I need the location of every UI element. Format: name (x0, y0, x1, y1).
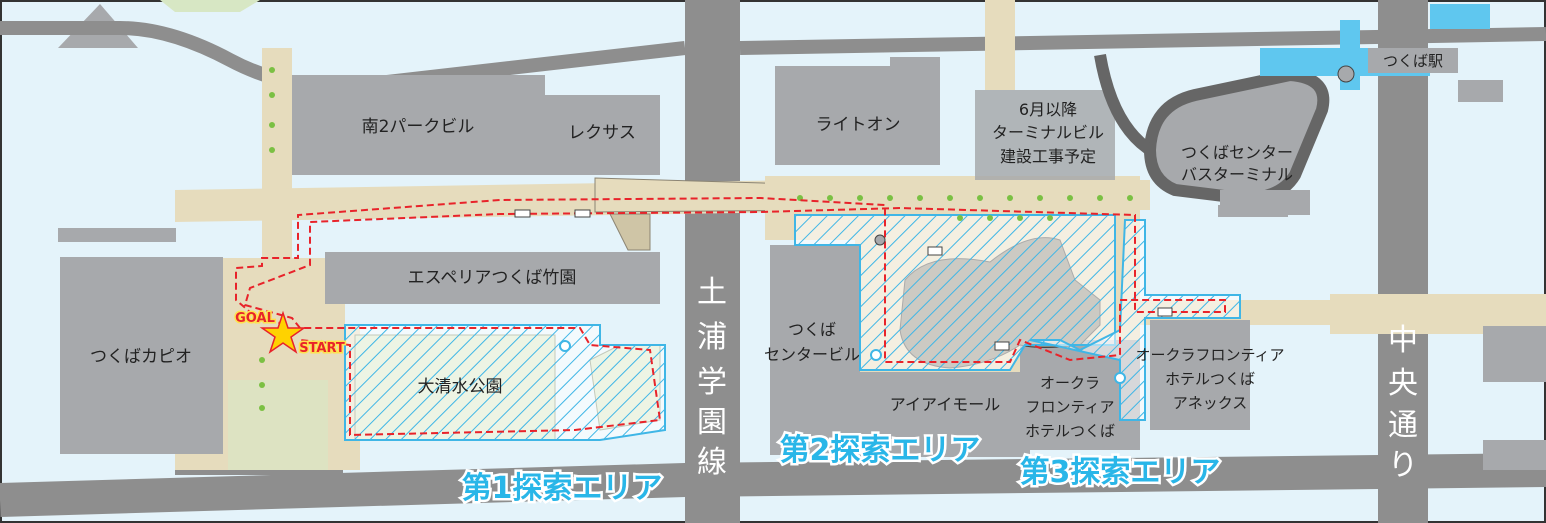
start-star-icon (259, 310, 307, 354)
building-esperia (325, 252, 660, 304)
area1-label: 第1探索エリア (462, 471, 663, 506)
label-esperia: エスペリアつくば竹園 (408, 268, 577, 288)
point-plaza (874, 234, 886, 246)
bridge-stairs (609, 213, 651, 251)
label-annex-a: オークラフロンティア (1135, 346, 1284, 364)
small-bench-3 (927, 246, 943, 256)
road-label-chuo-3: 通 (1388, 408, 1418, 443)
west-plaza-lower (228, 380, 328, 470)
road-label-tsuchiura-3: 学 (697, 365, 727, 400)
label-terminal-a: 6月以降 (1019, 100, 1077, 119)
building-capio (60, 257, 223, 454)
building-small-left (58, 228, 176, 242)
tour-route (235, 196, 1226, 437)
goal-marker: GOAL (235, 311, 275, 326)
road-label-tsuchiura-2: 浦 (697, 320, 727, 355)
label-center-a: つくば (788, 320, 836, 339)
building-light-on (775, 57, 940, 165)
label-light-on: ライトオン (816, 115, 901, 135)
area3-label: 第3探索エリア (1020, 455, 1221, 490)
area2-hatch (794, 214, 1116, 371)
building-minami2 (292, 75, 545, 175)
building-center (770, 245, 860, 455)
building-ii-mall (860, 372, 1030, 457)
label-annex-c: アネックス (1173, 394, 1248, 412)
small-bench-4 (994, 341, 1010, 351)
label-minami2: 南2パークビル (362, 117, 475, 137)
point-area1 (559, 340, 571, 352)
label-ii-mall: アイアイモール (890, 395, 1000, 414)
road-label-chuo-1: 中 (1388, 323, 1418, 358)
label-bus-b: バスターミナル (1181, 165, 1293, 184)
road-label-tsuchiura-1: 土 (697, 275, 727, 310)
small-bench-1 (514, 209, 531, 218)
label-park: 大清水公園 (418, 377, 503, 397)
small-bench-2 (574, 209, 591, 218)
label-capio: つくばカピオ (90, 347, 192, 367)
terminal-approach (985, 0, 1015, 90)
tree-dots (259, 67, 1133, 411)
station-circle (1337, 65, 1355, 83)
bus-entry-road (1094, 53, 1154, 156)
label-lexus: レクサス (568, 123, 636, 143)
label-bus-a: つくばセンター (1181, 143, 1293, 162)
area2-label: 第2探索エリア (780, 433, 981, 468)
bottom-road (0, 453, 1546, 517)
area3-hatch (1029, 219, 1241, 421)
building-far-east-3 (1483, 440, 1546, 470)
small-bench-5 (1157, 307, 1173, 317)
station-east (1430, 4, 1490, 29)
west-walkway-v (262, 48, 292, 263)
corner-grass (160, 0, 260, 12)
label-terminal-b: ターミナルビル (992, 123, 1104, 142)
label-okura-c: ホテルつくば (1025, 422, 1115, 440)
label-station: つくば駅 (1383, 52, 1443, 70)
road-label-chuo-2: 央 (1388, 366, 1418, 401)
building-annex (1150, 320, 1250, 430)
point-area2 (870, 349, 882, 361)
label-okura-a: オークラ (1040, 374, 1100, 392)
start-marker: START (299, 341, 345, 356)
building-far-east-2 (1483, 326, 1546, 382)
tsuchiura-road (685, 0, 740, 523)
station-small-east (1458, 80, 1503, 102)
label-okura-b: フロンティア (1025, 398, 1114, 416)
road-label-tsuchiura-5: 線 (697, 445, 727, 480)
building-far-east-1 (1218, 205, 1288, 217)
area1-hatch (344, 324, 666, 441)
point-area3 (1114, 372, 1126, 384)
road-label-tsuchiura-4: 園 (697, 405, 727, 440)
station-label-box (1368, 48, 1458, 73)
label-center-b: センタービル (764, 345, 860, 364)
label-terminal-c: 建設工事予定 (1000, 147, 1096, 166)
road-label-chuo-4: り (1388, 448, 1418, 483)
building-lexus (545, 95, 660, 175)
building-terminal (975, 90, 1115, 180)
label-annex-b: ホテルつくば (1165, 370, 1255, 388)
chuo-road (1378, 0, 1428, 523)
